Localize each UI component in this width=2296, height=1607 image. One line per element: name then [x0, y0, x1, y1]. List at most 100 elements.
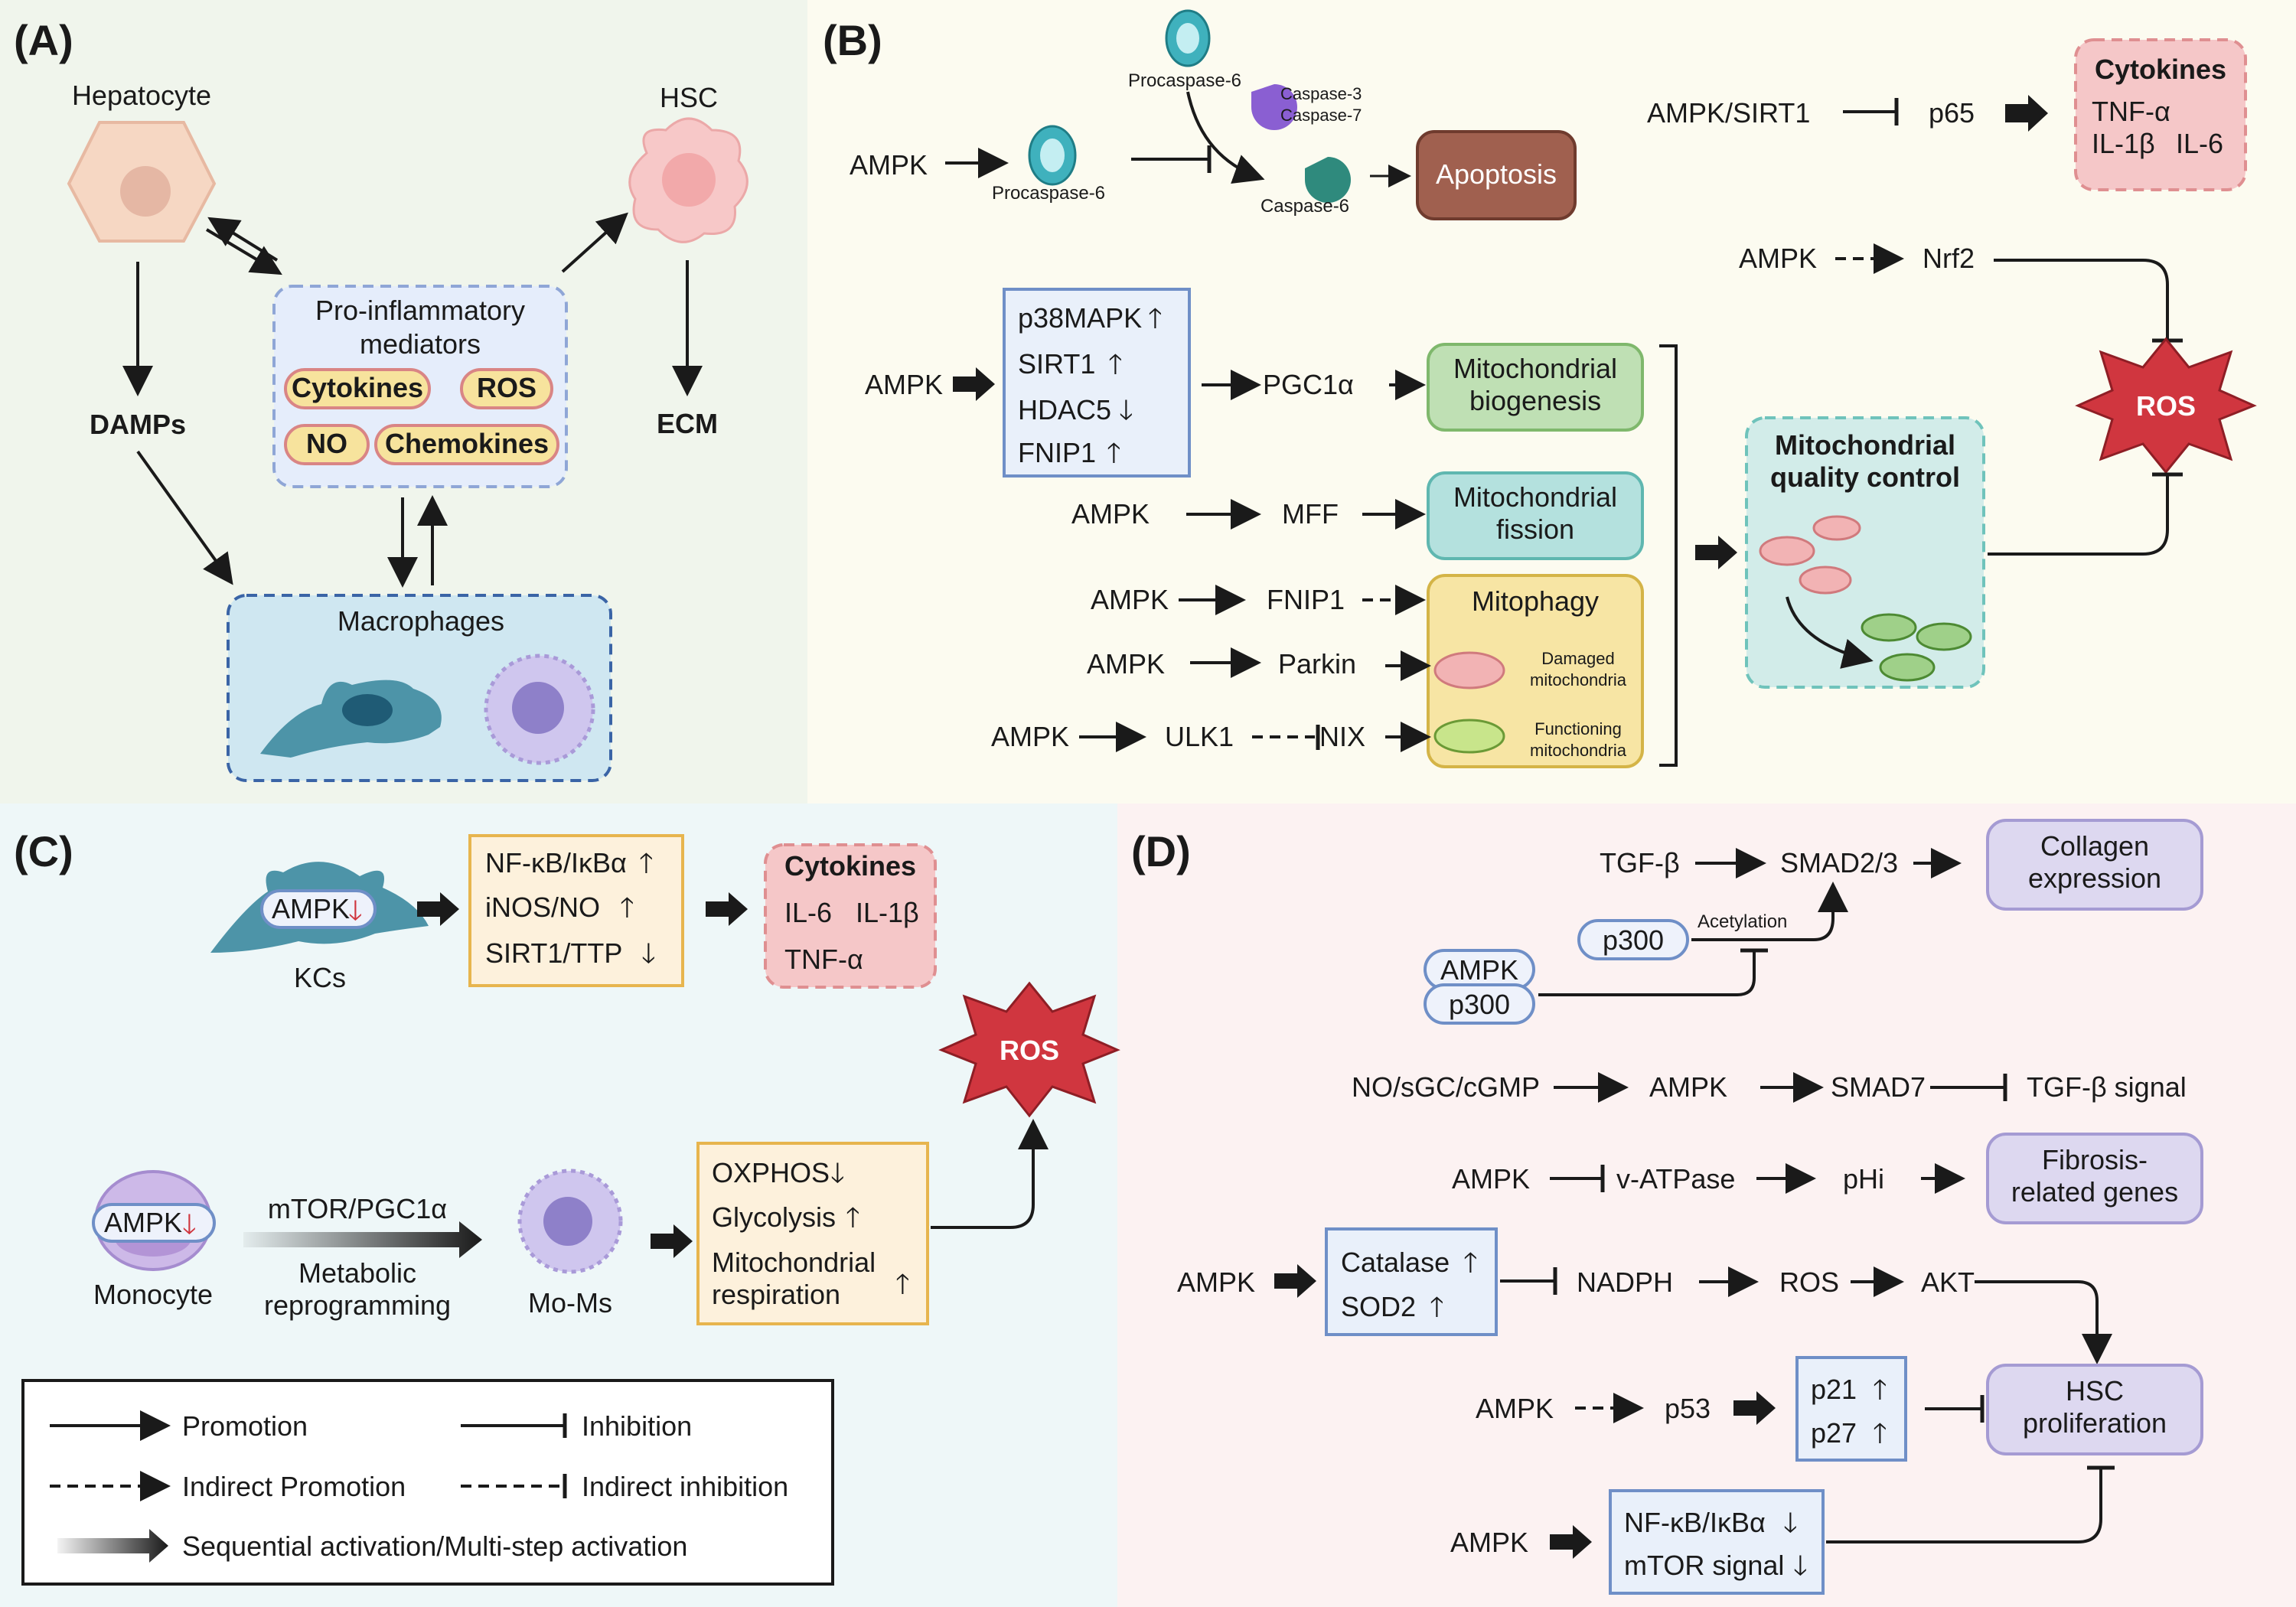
- d-smad23: SMAD2/3: [1780, 847, 1898, 878]
- fibrosis-box: [1986, 1133, 2203, 1224]
- inhibit-qc-ros-line: [1988, 474, 2169, 556]
- qc-box: [1745, 416, 1985, 689]
- panel-label-c: (C): [14, 827, 73, 875]
- c-resp-l1: Mitochondrial: [712, 1247, 876, 1278]
- d-ros: ROS: [1779, 1266, 1839, 1298]
- macrophage-nucleus-icon: [342, 694, 393, 726]
- d-p300-pill-label: p300: [1449, 989, 1510, 1020]
- c-metab-l1: Metabolic: [298, 1257, 416, 1289]
- b-nix: NIX: [1319, 721, 1365, 752]
- up-arrow-icon: 🡑: [1873, 1374, 1887, 1405]
- arrow-mediators-hep: [207, 217, 279, 262]
- collagen-box: [1986, 819, 2203, 911]
- arrow-mediators-hsc: [561, 212, 628, 273]
- c-oxphos: OXPHOS: [712, 1157, 830, 1188]
- seq-arrow-ampk-nfkb: [1550, 1525, 1592, 1559]
- catalase-box: [1325, 1227, 1498, 1336]
- seq-arrow-box-cytokines: [706, 892, 748, 926]
- b-ampk-sirt1: AMPK/SIRT1: [1647, 97, 1810, 129]
- d-catalase: Catalase: [1341, 1247, 1450, 1278]
- c-monocyte: Monocyte: [93, 1279, 213, 1310]
- b-il6: IL-6: [2176, 128, 2223, 159]
- fibrosis-l2: related genes: [2011, 1176, 2178, 1208]
- down-arrow-icon: 🡓: [1793, 1550, 1808, 1581]
- qc-functioning-mito-icon: [1879, 653, 1936, 682]
- ros-pill: [460, 368, 553, 409]
- damaged-label-l1: Damaged: [1541, 649, 1614, 668]
- d-nfkb: NF-κB/IκBα: [1624, 1507, 1766, 1538]
- c-ros-star-icon: [938, 981, 1120, 1118]
- c-nfkb-box: [468, 834, 684, 987]
- arrow-procasp-casp6: [1186, 91, 1265, 184]
- d-smad7: SMAD7: [1831, 1071, 1926, 1103]
- caspase37-icon: [1251, 84, 1297, 130]
- seq-arrow-p53-p21: [1733, 1391, 1776, 1425]
- b-mff: MFF: [1282, 498, 1339, 530]
- monocyte-macrophage-nucleus-icon: [512, 682, 564, 734]
- d-phi: pHi: [1843, 1163, 1884, 1195]
- arrow-qc-transform: [1786, 596, 1874, 669]
- panel-label-d: (D): [1131, 827, 1191, 875]
- apoptosis-label: Apoptosis: [1436, 158, 1557, 190]
- arrow-akt-hsc: [1975, 1280, 2112, 1364]
- up-arrow-icon: 🡑: [620, 892, 634, 923]
- b-pgc1a: PGC1α: [1263, 369, 1354, 400]
- d-akt: AKT: [1921, 1266, 1975, 1298]
- fission-label-l2: fission: [1496, 513, 1574, 545]
- c-glycolysis: Glycolysis: [712, 1201, 836, 1233]
- c-ampk-kc-pill: [260, 889, 377, 929]
- b-ampk-4: AMPK: [1091, 584, 1169, 615]
- qc-damaged-mito-icon: [1812, 515, 1861, 541]
- seq-grad-arrow-mono-moms: [243, 1221, 482, 1258]
- legend-promotion: Promotion: [182, 1410, 308, 1442]
- panel-label-b: (B): [823, 16, 882, 64]
- b-cytokines-box: [2074, 38, 2247, 191]
- c-cytokines-title: Cytokines: [784, 850, 916, 882]
- damps-label: DAMPs: [90, 409, 186, 440]
- hsc-l1: HSC: [2066, 1375, 2124, 1407]
- legend-indirect-inhibition: Indirect inhibition: [582, 1471, 788, 1502]
- c-mtor: mTOR/PGC1α: [268, 1193, 447, 1224]
- collagen-l2: expression: [2028, 862, 2161, 894]
- procaspase6-icon-a-inner: [1040, 139, 1065, 172]
- damaged-label-l2: mitochondria: [1530, 670, 1627, 689]
- b-ampk-5: AMPK: [1087, 648, 1165, 680]
- panel-b: AMPK Procaspase-6 Procaspase-6 Caspase-3…: [850, 9, 2257, 768]
- red-down-arrow-icon: 🡓: [348, 895, 363, 926]
- inhibit-nrf2-ros-line: [1994, 259, 2169, 341]
- panel-label-a: (A): [14, 16, 73, 64]
- hepatocyte-nucleus-icon: [120, 166, 171, 217]
- apoptosis-box: [1416, 130, 1577, 220]
- d-nosgc: NO/sGC/cGMP: [1352, 1071, 1540, 1103]
- b-ampk-1: AMPK: [850, 149, 928, 181]
- hepatocyte-label: Hepatocyte: [72, 80, 211, 111]
- down-arrow-icon: 🡓: [641, 937, 656, 969]
- ros-pill-label: ROS: [477, 372, 536, 403]
- caspase6-icon: [1305, 157, 1351, 203]
- up-arrow-icon: 🡑: [1873, 1417, 1887, 1449]
- legend-sequential-icon: [57, 1529, 168, 1563]
- macrophages-label: Macrophages: [338, 605, 504, 637]
- arrow-p300-smad: [1691, 882, 1848, 941]
- c-resp-l2: respiration: [712, 1279, 840, 1310]
- hsc-l2: proliferation: [2023, 1407, 2167, 1439]
- b-p38: p38MAPK: [1018, 302, 1142, 334]
- d-p300: p300: [1603, 924, 1664, 956]
- functioning-mito-icon: [1433, 719, 1505, 754]
- no-pill-label: NO: [306, 428, 347, 459]
- b-ampk-nrf2: AMPK: [1739, 243, 1817, 274]
- ecm-label: ECM: [657, 408, 718, 439]
- qc-damaged-mito-icon: [1799, 566, 1852, 595]
- c-ampk-mono: AMPK: [104, 1207, 182, 1238]
- legend-sequential: Sequential activation/Multi-step activat…: [182, 1530, 687, 1562]
- legend-inhibition: Inhibition: [582, 1410, 692, 1442]
- d-p300-pill: [1577, 919, 1689, 960]
- seq-arrow-kc-box: [417, 892, 459, 926]
- c-metab-l2: reprogramming: [264, 1289, 451, 1321]
- seq-arrow-ampk-p38: [953, 367, 995, 401]
- red-down-arrow-icon: 🡓: [182, 1208, 197, 1240]
- caspase37-label-l1: Caspase-3: [1280, 84, 1362, 103]
- c-oxphos-box: [696, 1142, 929, 1325]
- b-nrf2: Nrf2: [1923, 243, 1975, 274]
- c-inos: iNOS/NO: [485, 892, 600, 923]
